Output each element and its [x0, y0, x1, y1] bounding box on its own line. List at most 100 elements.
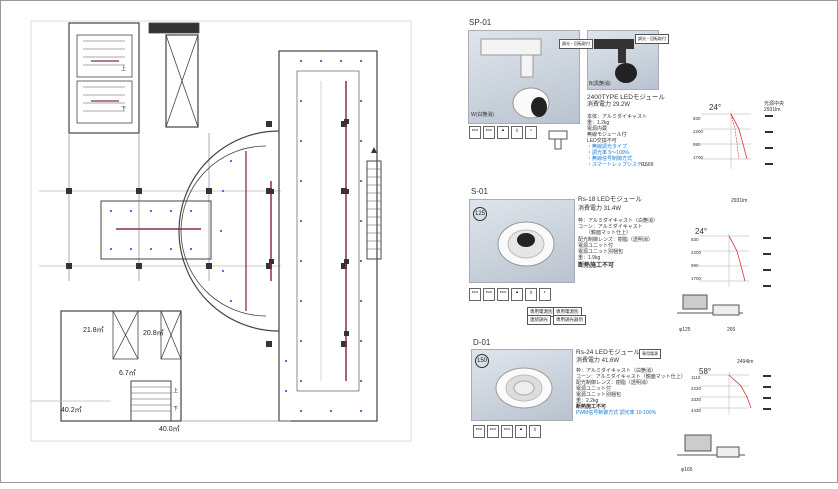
spec-line-blue: ・無線信号制御方式 [587, 156, 633, 162]
stair-label: 上 [121, 66, 127, 72]
fixture-title: Rs-24 LEDモジュール [576, 349, 640, 356]
lumen-value: 2931lm [731, 198, 748, 204]
table-row: 2200 [691, 250, 702, 255]
eco-icon: eco [483, 126, 495, 139]
room-area-label: 40.0㎡ [159, 426, 180, 433]
eco-icon: eco [483, 288, 495, 301]
feature-icon-row: eco eco eco ▲ )) ◐ [469, 288, 551, 301]
section-drawing [677, 434, 745, 458]
spec-line: 電源ユニット別梱包 [576, 392, 622, 398]
warning-text: 断熱施工不可 [578, 263, 615, 269]
fixture-power: 消費電力 31.4W [578, 206, 622, 212]
dimming-icon: ▲ [515, 425, 527, 438]
size-badge: 125 [473, 207, 487, 221]
track-fixture-diagram [548, 130, 568, 150]
spec-line: 無線モジュール付 [587, 132, 627, 138]
page-reference: P.569 [641, 162, 654, 168]
wireless-icon: )) [511, 126, 523, 139]
dimming-icon: ▲ [497, 126, 509, 139]
floor-plan: 21.8㎡ 20.8㎡ 6.7㎡ 40.2㎡ 40.0㎡ 上 下 上 下 [1, 1, 421, 484]
spec-line: 電源ユニット付 [576, 386, 612, 392]
wireless-icon: )) [525, 288, 537, 301]
photo-tag: 調光・回転取付 [635, 34, 669, 44]
table-row: 830 [691, 237, 699, 242]
table-row: 4430 [691, 408, 702, 413]
variant-label: W(白艶消) [471, 112, 495, 118]
downlight-icon [497, 221, 555, 267]
dimming-icon: ▲ [511, 288, 523, 301]
table-row: 990 [693, 142, 701, 147]
spec-line-blue: ・スマートレップシステム [587, 162, 647, 168]
lumen-value: 2931lm [764, 107, 781, 113]
lumen-value: 2494lm [737, 359, 754, 365]
spec-line: 配光制御レンズ：樹脂（透明消） [578, 237, 653, 243]
warning-text: 断熱施工不可 [576, 404, 607, 410]
beam-angle: 58° [699, 367, 712, 376]
fixture-title: Rs-18 LEDモジュール [578, 196, 642, 203]
dimension-label: 265 [727, 327, 736, 333]
spotlight-white-icon [480, 38, 550, 119]
illuminance-table: 830 2200 990 1700 [693, 116, 703, 161]
table-row: 1700 [691, 276, 702, 281]
stair-label: 上 [173, 388, 179, 394]
spec-line: 本体：アルミダイキャスト [587, 114, 647, 120]
table-row: 2200 [693, 129, 704, 134]
spec-line-blue: ・調光率 5～100% [587, 150, 629, 156]
spec-line: 重：2.2kg [576, 398, 599, 404]
fixture-code: S-01 [471, 187, 488, 196]
stair-label: 下 [173, 406, 179, 412]
spec-line: LED交換不可 [587, 138, 617, 144]
spec-line: 重：1.2kg [587, 120, 610, 126]
spec-line: 電源ユニット付 [578, 243, 614, 249]
table-row: 1110 [691, 375, 701, 380]
table-row: 3330 [691, 397, 702, 402]
table-row: 1700 [693, 155, 704, 160]
variant-label: B(黒艶消) [589, 81, 611, 87]
room-area-label: 21.8㎡ [83, 327, 104, 334]
fixture-title: 2400TYPE LEDモジュール [587, 94, 665, 101]
fixture-code: SP-01 [469, 18, 492, 27]
spec-line: 電源ユニット別梱包 [578, 249, 624, 255]
spec-line: 重：1.9kg [578, 255, 601, 261]
distance-label: 光源中央 [764, 101, 785, 107]
sensor-icon: ◐ [539, 288, 551, 301]
spec-line: コーン：アルミダイキャスト（鏡面マット仕上） [576, 374, 686, 380]
fixture-power: 消費電力 41.6W [576, 358, 620, 364]
dimension-label: φ165 [681, 467, 693, 473]
option-tag: 専用調光器別 [553, 315, 586, 325]
fixture-photo-downlight [471, 349, 573, 421]
eco-icon: eco [469, 126, 481, 139]
spec-line-blue: ・無線調光タイプ [587, 144, 628, 150]
eco-icon: eco [469, 288, 481, 301]
illuminance-table: 1110 2220 3330 4430 [691, 375, 701, 414]
fixture-power: 消費電力 29.2W [587, 102, 631, 108]
spec-line-blue: PWM信号制御方式 調光率 10-100% [576, 410, 657, 416]
feature-icon-row: eco eco eco ▲ )) [473, 425, 541, 438]
light-distribution-diagram [699, 372, 771, 415]
feature-icon-row: eco eco ▲ )) ☼ [469, 126, 537, 139]
photo-tag: 調光・回転取付 [559, 39, 593, 49]
option-tag: 連続調光 [527, 315, 551, 325]
table-row: 990 [691, 263, 699, 268]
lumen-icon: ☼ [525, 126, 537, 139]
table-row: 830 [693, 116, 701, 121]
fixture-code: D-01 [473, 338, 491, 347]
light-distribution-diagram [701, 111, 773, 169]
eco-icon: eco [487, 425, 499, 438]
spec-line: 電源内蔵 [587, 126, 608, 132]
illuminance-table: 830 2200 990 1700 [691, 237, 701, 282]
spec-line: 枠：アルミダイキャスト（白艶消） [578, 218, 658, 224]
spotlight-black-icon [594, 39, 637, 83]
eco-icon: eco [501, 425, 513, 438]
beam-angle: 24° [709, 103, 722, 112]
downlight-icon [495, 367, 553, 409]
room-area-label: 40.2㎡ [61, 407, 82, 414]
fixture-photo-white [468, 30, 580, 124]
eco-icon: eco [497, 288, 509, 301]
section-drawing [677, 294, 743, 316]
floor-plan-drawing [30, 20, 412, 442]
light-distribution-diagram [699, 233, 771, 287]
beam-angle: 24° [695, 227, 708, 236]
wireless-icon: )) [529, 425, 541, 438]
